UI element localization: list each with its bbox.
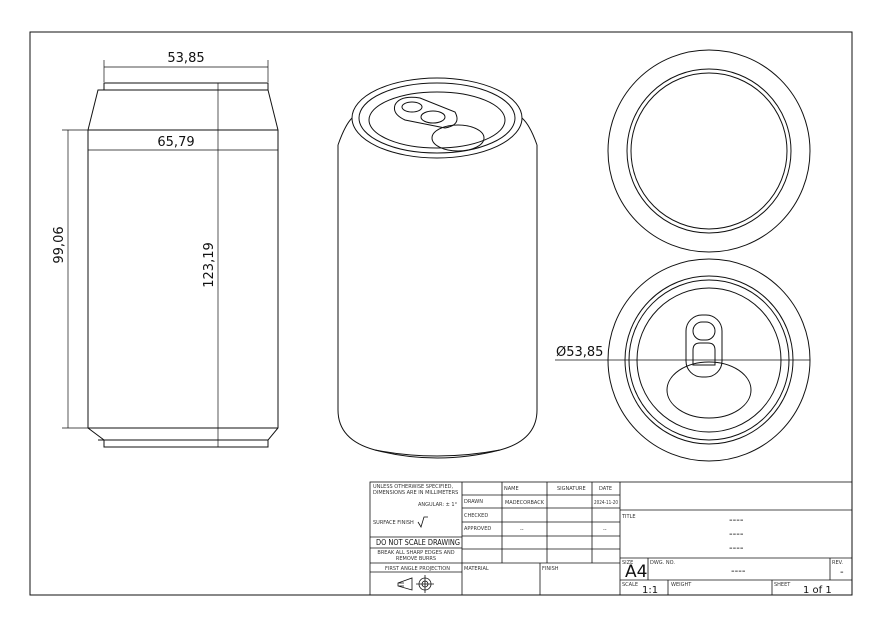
dim-top-width: 53,85 (167, 51, 204, 66)
sheet-size: A4 (625, 562, 647, 582)
surface-finish-label: SURFACE FINISH (373, 520, 414, 526)
projection-label: FIRST ANGLE PROJECTION (385, 566, 450, 572)
row-drawn: DRAWN (464, 499, 483, 505)
title-block (369, 481, 853, 596)
isometric-view (337, 77, 538, 459)
approved-name: -- (520, 527, 524, 533)
dim-total-height: 123,19 (202, 242, 217, 288)
drawn-date: 2024-11-20 (594, 500, 618, 506)
col-date: DATE (599, 486, 612, 492)
rev: - (840, 567, 844, 578)
title-label: TITLE (621, 514, 636, 520)
approved-date: -- (603, 527, 607, 533)
col-name: NAME (504, 486, 519, 492)
drawn-name: MADECORBACK (505, 500, 545, 506)
dim-body-height: 99,06 (52, 226, 67, 263)
finish-label: FINISH (542, 566, 559, 572)
general-note: UNLESS OTHERWISE SPECIFIED, DIMENSIONS A… (373, 484, 459, 496)
dwg-no-label: DWG. NO. (650, 560, 675, 566)
dim-diameter: Ø53,85 (556, 345, 603, 360)
rev-label: REV. (832, 560, 843, 566)
break-edges-note: BREAK ALL SHARP EDGES AND REMOVE BURRS (377, 550, 455, 562)
side-view: 53,85 65,79 99,06 123,19 (52, 51, 279, 448)
size-label: SIZE (622, 560, 633, 566)
dwg-no: ---- (731, 566, 746, 577)
lid-view: Ø53,85 (555, 258, 811, 462)
title-line-3: ---- (729, 543, 744, 554)
row-approved: APPROVED (464, 526, 491, 532)
sheet-border (29, 31, 853, 596)
top-view (607, 49, 811, 253)
title-line-1: ---- (729, 515, 744, 526)
do-not-scale: DO NOT SCALE DRAWING (376, 538, 460, 547)
sheet-label: SHEET (774, 582, 791, 588)
title-line-2: ---- (729, 529, 744, 540)
row-checked: CHECKED (464, 513, 488, 519)
material-label: MATERIAL (464, 566, 489, 572)
angular-tolerance: ANGULAR: ± 1° (418, 502, 458, 508)
col-signature: SIGNATURE (557, 486, 586, 492)
sheet-number: 1 of 1 (803, 585, 832, 596)
dim-body-width: 65,79 (157, 135, 194, 150)
scale-label: SCALE (622, 582, 638, 588)
weight-label: WEIGHT (671, 582, 692, 588)
scale: 1:1 (642, 585, 658, 596)
